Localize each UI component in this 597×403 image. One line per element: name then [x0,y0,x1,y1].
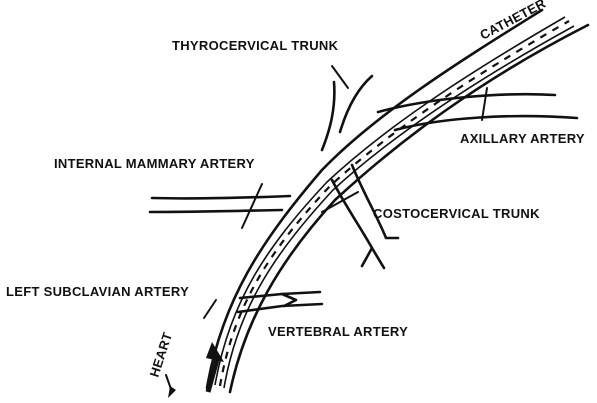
left-subclavian-leader [204,300,216,318]
internal-mammary-lower-wall [150,210,282,212]
thyrocervical-trunk-label: THYROCERVICAL TRUNK [172,38,339,53]
catheter-label: CATHETER [477,0,548,43]
heart-label: HEART [147,330,176,379]
axillary-leader [482,88,487,120]
vertebral-artery-upper-wall [240,292,320,298]
vertebral-artery-label: VERTEBRAL ARTERY [268,324,408,339]
axillary-artery-label: AXILLARY ARTERY [460,131,585,146]
costocervical-trunk-wall-a [332,180,372,248]
internal-mammary-upper-wall [152,196,290,198]
internal-mammary-artery-label: INTERNAL MAMMARY ARTERY [54,156,255,171]
left-subclavian-artery-label: LEFT SUBCLAVIAN ARTERY [6,284,189,299]
heart-arrow-head [168,386,176,398]
costocervical-trunk-label: COSTOCERVICAL TRUNK [373,206,540,221]
internal-mammary-leader [242,184,262,228]
costocervical-fork [362,248,384,268]
blood-flow-arrow-head [206,342,224,362]
thyrocervical-trunk-vessel [322,82,334,150]
